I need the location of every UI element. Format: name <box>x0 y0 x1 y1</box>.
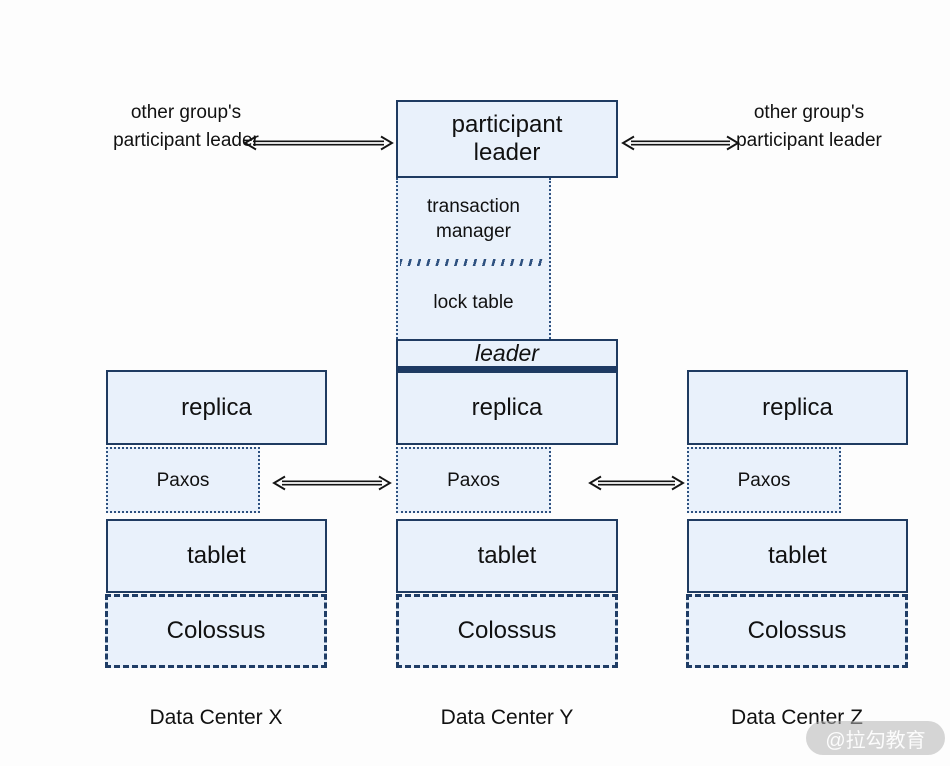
tablet-label: tablet <box>477 542 537 569</box>
datacenter-x-label: Data Center X <box>149 706 283 729</box>
paxos-label: Paxos <box>447 469 500 491</box>
paxos-region-datacenter-z: Paxos <box>687 447 841 513</box>
tablet-label: tablet <box>187 542 246 569</box>
double-arrow-icon-top-left <box>243 135 394 151</box>
transaction-manager-lock-table-region: transaction manager lock table <box>396 178 551 339</box>
tablet-box-datacenter-x: tablet <box>106 519 327 593</box>
tablet-box-datacenter-y: tablet <box>396 519 618 593</box>
replica-box-datacenter-y: replica <box>396 371 618 445</box>
other-group-label-right: other group's participant leader <box>736 102 882 151</box>
colossus-label: Colossus <box>747 617 847 644</box>
colossus-label: Colossus <box>166 617 266 644</box>
colossus-label: Colossus <box>457 617 557 644</box>
colossus-box-datacenter-z: Colossus <box>686 594 908 668</box>
tablet-label: tablet <box>768 542 827 569</box>
colossus-box-datacenter-x: Colossus <box>105 594 327 668</box>
tablet-box-datacenter-z: tablet <box>687 519 908 593</box>
paxos-region-datacenter-y: Paxos <box>396 447 551 513</box>
replica-label: replica <box>471 394 543 421</box>
replica-box-datacenter-z: replica <box>687 370 908 445</box>
double-arrow-icon-paxos-left <box>272 475 392 491</box>
double-arrow-icon-top-right <box>621 135 740 151</box>
double-arrow-icon-paxos-right <box>588 475 685 491</box>
watermark-badge: @拉勾教育 <box>806 721 945 755</box>
replica-label: replica <box>181 393 252 421</box>
replica-box-datacenter-x: replica <box>106 370 327 445</box>
colossus-box-datacenter-y: Colossus <box>396 594 618 668</box>
participant-leader-box: participant leader <box>396 100 618 178</box>
diagonal-dash-divider <box>400 259 547 266</box>
paxos-label: Paxos <box>737 469 791 491</box>
lock-table-label: lock table <box>433 292 514 313</box>
participant-leader-label: participant leader <box>451 111 563 166</box>
leader-label: leader <box>475 340 539 366</box>
other-group-label-left: other group's participant leader <box>113 102 259 151</box>
paxos-label: Paxos <box>156 469 210 491</box>
datacenter-y-label: Data Center Y <box>440 706 574 729</box>
transaction-manager-label: transaction manager <box>427 195 520 242</box>
transaction-manager-cell: transaction manager <box>398 178 549 259</box>
leader-box: leader <box>396 339 618 371</box>
replica-label: replica <box>762 393 833 421</box>
lock-table-cell: lock table <box>398 266 549 339</box>
paxos-region-datacenter-x: Paxos <box>106 447 260 513</box>
